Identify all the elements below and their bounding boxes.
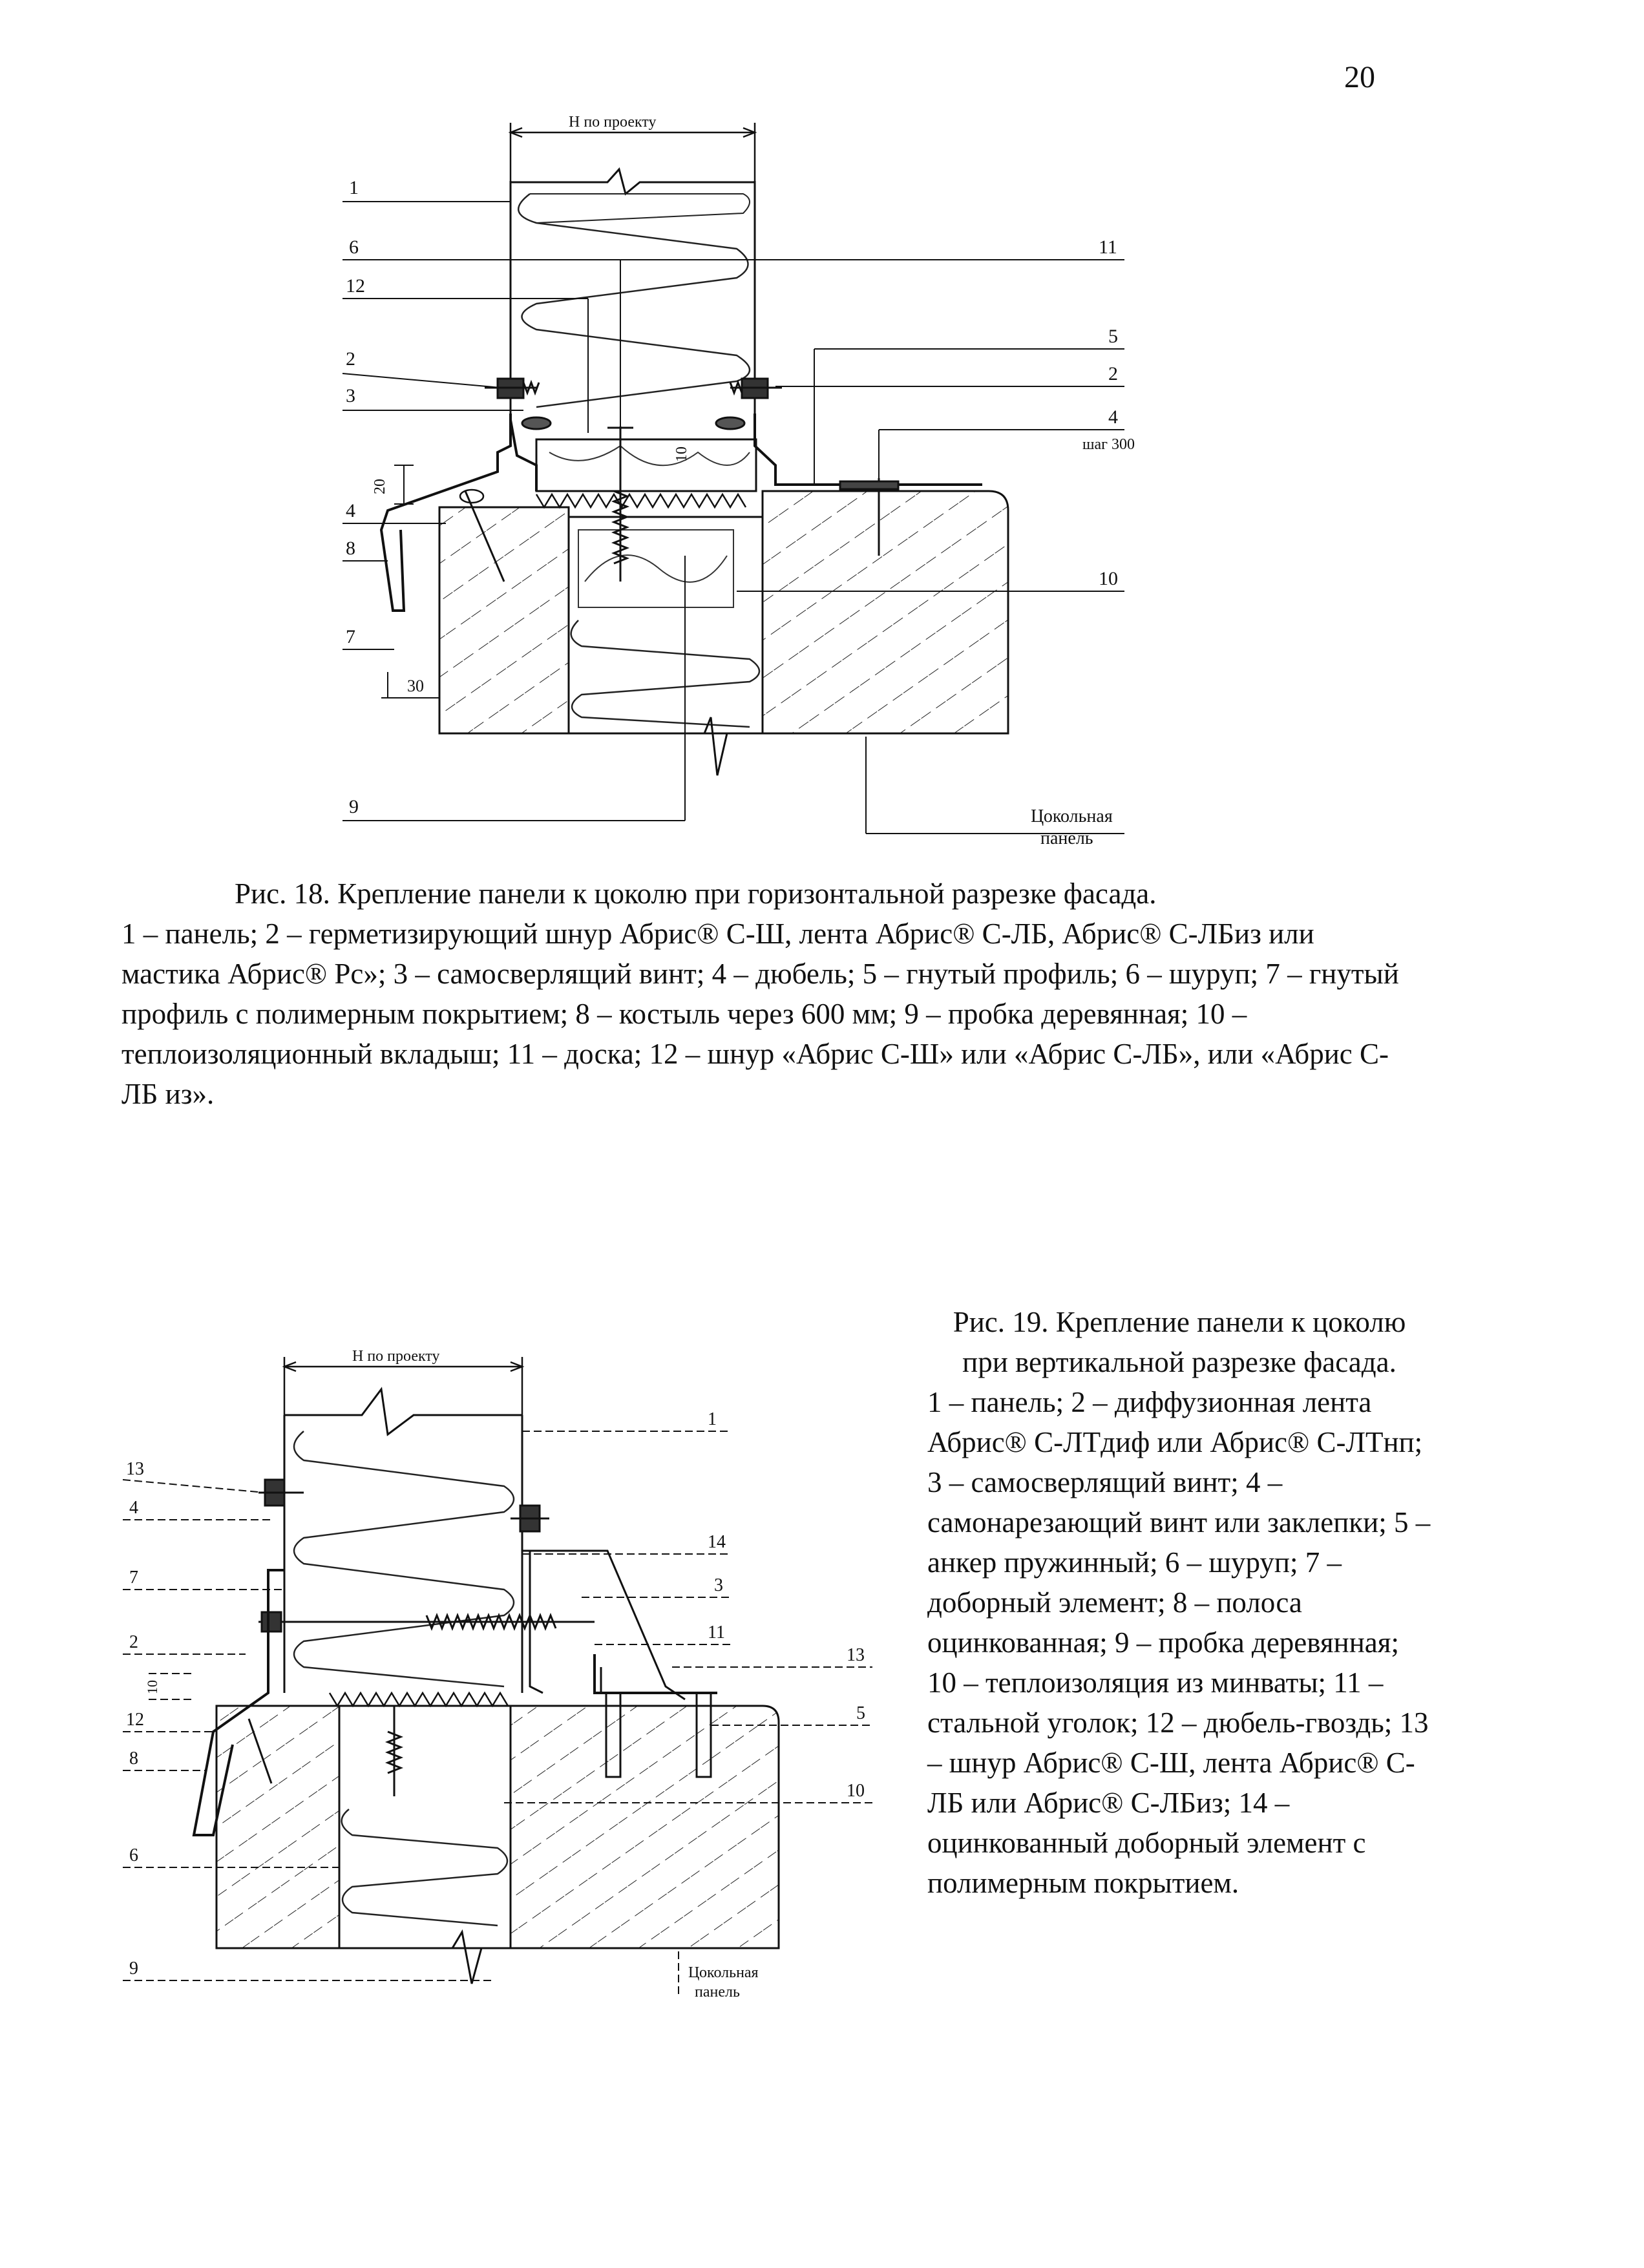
callout-4r-18: 4 xyxy=(1108,406,1118,428)
plinth-block-left-19 xyxy=(215,1705,341,1949)
callout-10-19: 10 xyxy=(847,1781,865,1801)
callout-9-18: 9 xyxy=(349,796,359,817)
nail-8-18 xyxy=(464,490,505,582)
dimension-h-label-19: Н по проекту xyxy=(352,1348,439,1365)
callout-1-18: 1 xyxy=(349,177,359,198)
callout-4-18: 4 xyxy=(346,500,355,521)
panel-insulation-zigzag-19 xyxy=(293,1431,515,1688)
dim-30-18: 30 xyxy=(407,677,424,695)
dim-20-18: 20 xyxy=(372,479,388,494)
callout-2-19: 2 xyxy=(129,1632,138,1652)
callout-14-19: 14 xyxy=(708,1532,726,1552)
step-note-18: шаг 300 xyxy=(1082,436,1135,453)
plinth-label-2-19: панель xyxy=(695,1984,740,2000)
bent-profile-5-18 xyxy=(754,414,982,486)
callout-13-19: 13 xyxy=(126,1459,144,1479)
break-line-18 xyxy=(439,717,763,776)
callout-7-19: 7 xyxy=(129,1568,138,1588)
dimension-h-label-18: Н по проекту xyxy=(569,114,656,131)
callout-6-19: 6 xyxy=(129,1845,138,1865)
figure-18-caption-body: 1 – панель; 2 – герметизирующий шнур Абр… xyxy=(121,918,1399,1110)
screw-6-18 xyxy=(607,426,633,582)
panel-insulation-zigzag-18 xyxy=(518,193,751,408)
seal-strip-19 xyxy=(328,1691,509,1708)
callout-2r-18: 2 xyxy=(1108,363,1118,384)
screw-3-right-18 xyxy=(715,377,782,430)
figure-18-caption: Рис. 18. Крепление панели к цоколю при г… xyxy=(121,874,1414,1114)
panel-outline-19 xyxy=(283,1387,523,1693)
nail-12-19 xyxy=(248,1718,273,1784)
figure-19-drawing: Н по проекту xyxy=(122,1348,872,2000)
callout-6-18: 6 xyxy=(349,236,359,258)
dim-10-19: 10 xyxy=(144,1680,160,1694)
callout-5-19: 5 xyxy=(856,1703,865,1723)
seal-strip-18 xyxy=(535,492,747,509)
callout-1-19: 1 xyxy=(708,1409,717,1429)
plinth-block-right-18 xyxy=(761,490,1009,735)
callout-10-18: 10 xyxy=(1099,568,1118,589)
leaders-right-19 xyxy=(504,1431,872,1997)
plinth-label-2-18: панель xyxy=(1040,828,1093,848)
panel-outline-18 xyxy=(509,167,756,420)
dim-10-18: 10 xyxy=(673,446,690,462)
plinth-block-left-18 xyxy=(438,506,570,735)
screw-4-left-19 xyxy=(258,1478,304,1507)
figure-19-caption-body: 1 – панель; 2 – диффузионная лента Абрис… xyxy=(927,1386,1431,1899)
callout-12-19: 12 xyxy=(126,1710,144,1730)
callout-7-18: 7 xyxy=(346,626,355,647)
dimension-h-line-18 xyxy=(508,123,757,187)
steel-angle-11-19 xyxy=(593,1654,717,1694)
screw-6-19 xyxy=(385,1706,404,1796)
plinth-insert-19 xyxy=(338,1705,512,1949)
figure-19-caption-title: Рис. 19. Крепление панели к цоколю при в… xyxy=(953,1306,1406,1378)
figure-18-caption-title: Рис. 18. Крепление панели к цоколю при г… xyxy=(235,877,1157,910)
callout-2-18: 2 xyxy=(346,348,355,370)
callout-8-19: 8 xyxy=(129,1748,138,1769)
dowel-4-18 xyxy=(839,478,900,556)
leaders-right-18 xyxy=(737,259,1124,834)
callout-3-19: 3 xyxy=(714,1575,723,1595)
figure-18-drawing: Н по проекту xyxy=(342,114,1135,848)
screw-4-right-19 xyxy=(511,1504,549,1533)
figure-19-caption: Рис. 19. Крепление панели к цоколю при в… xyxy=(927,1302,1431,1903)
anchor-5-19 xyxy=(600,1667,712,1778)
callout-9-19: 9 xyxy=(129,1958,138,1979)
callout-11-19: 11 xyxy=(708,1622,725,1643)
callout-3-18: 3 xyxy=(346,385,355,406)
break-line-19 xyxy=(216,1929,779,1984)
callout-8-18: 8 xyxy=(346,538,355,559)
bent-profile-7-18 xyxy=(379,414,512,612)
screw-3-19 xyxy=(258,1611,595,1633)
plinth-label-1-18: Цокольная xyxy=(1031,806,1113,826)
callout-12-18: 12 xyxy=(346,275,365,297)
plinth-label-1-19: Цокольная xyxy=(688,1964,759,1981)
dimension-h-line-19 xyxy=(282,1357,525,1422)
plinth-block-right-19 xyxy=(509,1705,780,1949)
callout-11-18: 11 xyxy=(1099,236,1117,258)
callout-13r-19: 13 xyxy=(847,1645,865,1665)
leaders-left-18 xyxy=(342,201,756,821)
callout-5-18: 5 xyxy=(1108,326,1118,347)
leaders-left-19 xyxy=(122,1479,491,1981)
callout-4-19: 4 xyxy=(129,1498,138,1518)
wood-plug-18 xyxy=(578,529,734,608)
screw-3-left-18 xyxy=(485,377,552,430)
profile-7-19 xyxy=(192,1569,284,1836)
page-number: 20 xyxy=(1344,60,1375,94)
